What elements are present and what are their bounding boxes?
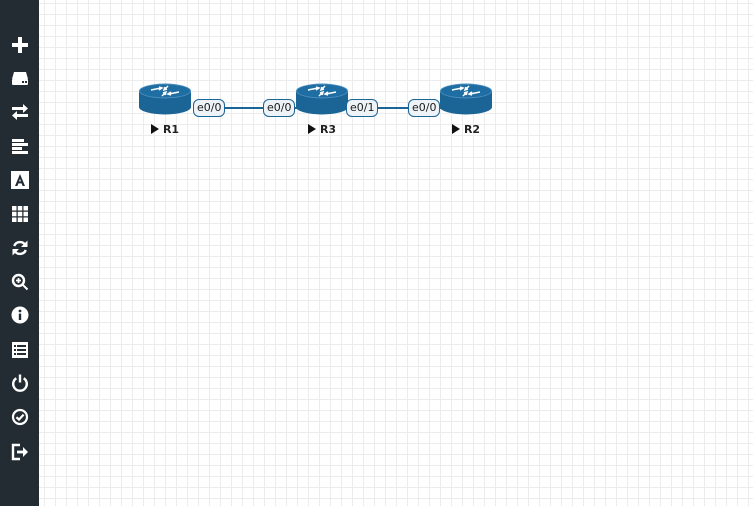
router-icon <box>139 83 191 115</box>
router-icon <box>296 83 348 115</box>
refresh-button[interactable] <box>0 234 39 262</box>
pictures-button[interactable] <box>0 200 39 228</box>
port-label-r3-e0-0[interactable]: e0/0 <box>263 99 296 117</box>
port-label-r2-e0-0[interactable]: e0/0 <box>408 99 441 117</box>
close-lab-button[interactable] <box>0 369 39 397</box>
logout-icon <box>11 443 28 461</box>
lock-lab-button[interactable] <box>0 403 39 431</box>
zoom-icon <box>11 273 28 291</box>
node-label: R1 <box>138 123 192 136</box>
status-button[interactable] <box>0 301 39 329</box>
networks-icon <box>11 104 28 120</box>
topology-canvas[interactable]: R1 R3 <box>39 0 753 506</box>
router-icon <box>440 83 492 115</box>
node-name: R2 <box>463 123 481 136</box>
node-name: R3 <box>319 123 337 136</box>
node-name: R1 <box>162 123 180 136</box>
text-button[interactable] <box>0 166 39 194</box>
grid-icon <box>11 206 28 222</box>
play-icon <box>451 124 460 134</box>
play-icon <box>307 124 316 134</box>
node-label: R3 <box>295 123 349 136</box>
info-icon <box>11 306 28 324</box>
router-node-r1[interactable]: R1 <box>138 82 192 138</box>
networks-button[interactable] <box>0 98 39 126</box>
logout-button[interactable] <box>0 438 39 466</box>
add-object-button[interactable] <box>0 31 39 59</box>
port-label-r3-e0-1[interactable]: e0/1 <box>346 99 379 117</box>
nodes-button[interactable] <box>0 64 39 92</box>
port-label-r1-e0-0[interactable]: e0/0 <box>193 99 226 117</box>
node-label: R2 <box>439 123 493 136</box>
startup-configs-button[interactable] <box>0 132 39 160</box>
sidebar-toolbar <box>0 0 39 506</box>
add-icon <box>11 37 28 53</box>
zoom-button[interactable] <box>0 268 39 296</box>
router-node-r3[interactable]: R3 <box>295 82 349 138</box>
play-icon <box>150 124 159 134</box>
list-icon <box>11 342 28 358</box>
text-icon <box>10 171 29 189</box>
nodes-icon <box>11 72 28 85</box>
refresh-icon <box>12 240 27 256</box>
lab-details-button[interactable] <box>0 336 39 364</box>
check-icon <box>11 408 28 426</box>
router-node-r2[interactable]: R2 <box>439 82 493 138</box>
power-icon <box>11 374 28 392</box>
startup-configs-icon <box>11 139 28 154</box>
